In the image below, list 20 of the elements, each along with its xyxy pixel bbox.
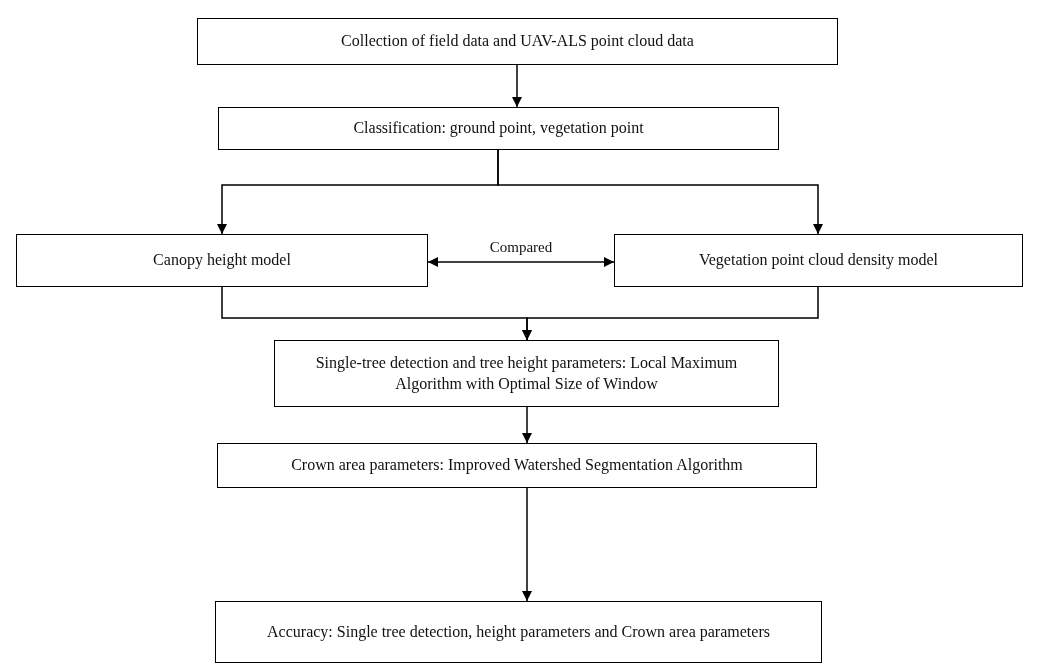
process-box xyxy=(218,107,779,150)
arrow xyxy=(497,149,823,235)
arrow xyxy=(522,286,819,341)
process-box xyxy=(614,234,1023,287)
process-box xyxy=(16,234,428,287)
box-text: Accuracy: Single tree detection, height parameters and Crown area parameters xyxy=(267,621,770,643)
box-text: Vegetation point cloud density model xyxy=(698,250,939,271)
process-box xyxy=(217,443,817,488)
box-text: Crown area parameters: Improved Watershed Segmentation Algorithm xyxy=(291,455,743,476)
box-text: Classification: ground point, vegetation point xyxy=(353,118,644,139)
arrow xyxy=(522,487,532,602)
box-text: Collection of field data and UAV-ALS point cloud data xyxy=(341,31,694,52)
box-text: Single-tree detection and tree height parameters: Local Maximum Algorithm with Optimal Size of Window xyxy=(314,352,739,395)
process-box xyxy=(197,18,838,65)
process-box xyxy=(215,601,822,663)
arrow xyxy=(427,257,615,267)
process-box xyxy=(274,340,779,407)
arrow xyxy=(522,406,532,444)
arrow xyxy=(512,64,522,108)
box-text: Canopy height model xyxy=(153,250,291,271)
